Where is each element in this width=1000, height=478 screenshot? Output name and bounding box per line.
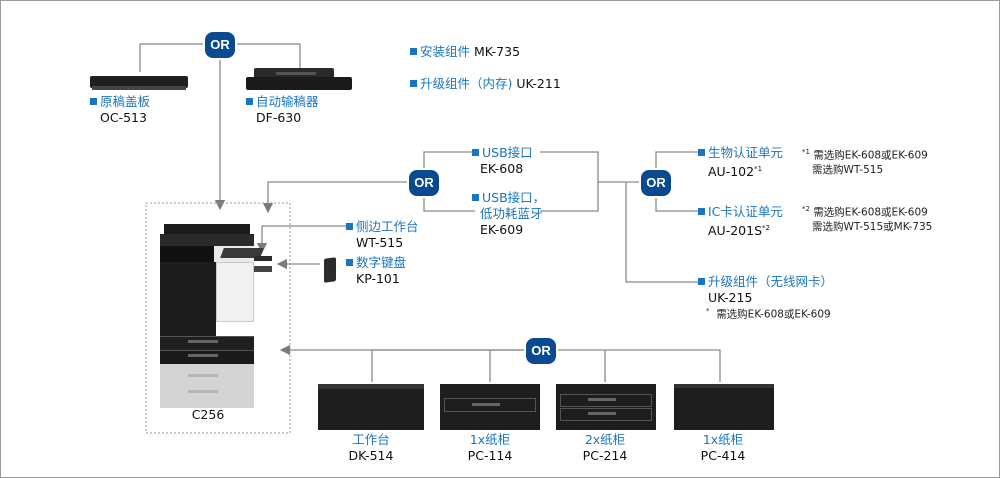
label-memory-upgrade: 升级组件（内存) UK-211 [410, 76, 561, 92]
side-tray-image [254, 256, 272, 261]
note-wireless: * 需选购EK-608或EK-609 [706, 307, 831, 321]
cabinet-pc114-image [440, 384, 540, 430]
or-badge-auth: OR [641, 170, 671, 196]
label-usb-ek608: USB接口 EK-608 [472, 145, 533, 177]
label-mounting-kit: 安装组件 MK-735 [410, 44, 520, 60]
cabinet-pc414-image [674, 384, 774, 430]
label-main-unit: C256 [191, 407, 225, 422]
label-ic-auth: IC卡认证单元 AU-201S*2 [698, 204, 783, 239]
keypad-image [324, 257, 336, 283]
original-cover-base [92, 86, 186, 90]
label-original-cover: 原稿盖板 OC-513 [90, 94, 150, 126]
or-badge-paper: OR [526, 338, 556, 364]
note-2: *2 需选购EK-608或EK-609 需选购WT-515或MK-735 [802, 205, 933, 233]
label-keypad: 数字键盘 KP-101 [346, 255, 406, 287]
original-cover-image [90, 76, 188, 88]
or-badge-usb: OR [409, 170, 439, 196]
main-unit-outline [145, 202, 291, 434]
cabinet-pc214-image [556, 384, 656, 430]
label-adf: 自动输稿器 DF-630 [246, 94, 319, 126]
note-1: *1 需选购EK-608或EK-609 需选购WT-515 [802, 148, 928, 176]
or-badge-originals: OR [205, 32, 235, 58]
label-bio-auth: 生物认证单元 AU-102*1 [698, 145, 783, 180]
label-usb-ek609: USB接口， 低功耗蓝牙 EK-609 [472, 190, 545, 238]
desk-dk514-image [318, 384, 424, 430]
label-side-tray: 侧边工作台 WT-515 [346, 219, 419, 251]
main-unit-image [160, 222, 272, 408]
label-wireless: 升级组件（无线网卡） UK-215 [698, 274, 833, 306]
adf-image [246, 68, 352, 90]
